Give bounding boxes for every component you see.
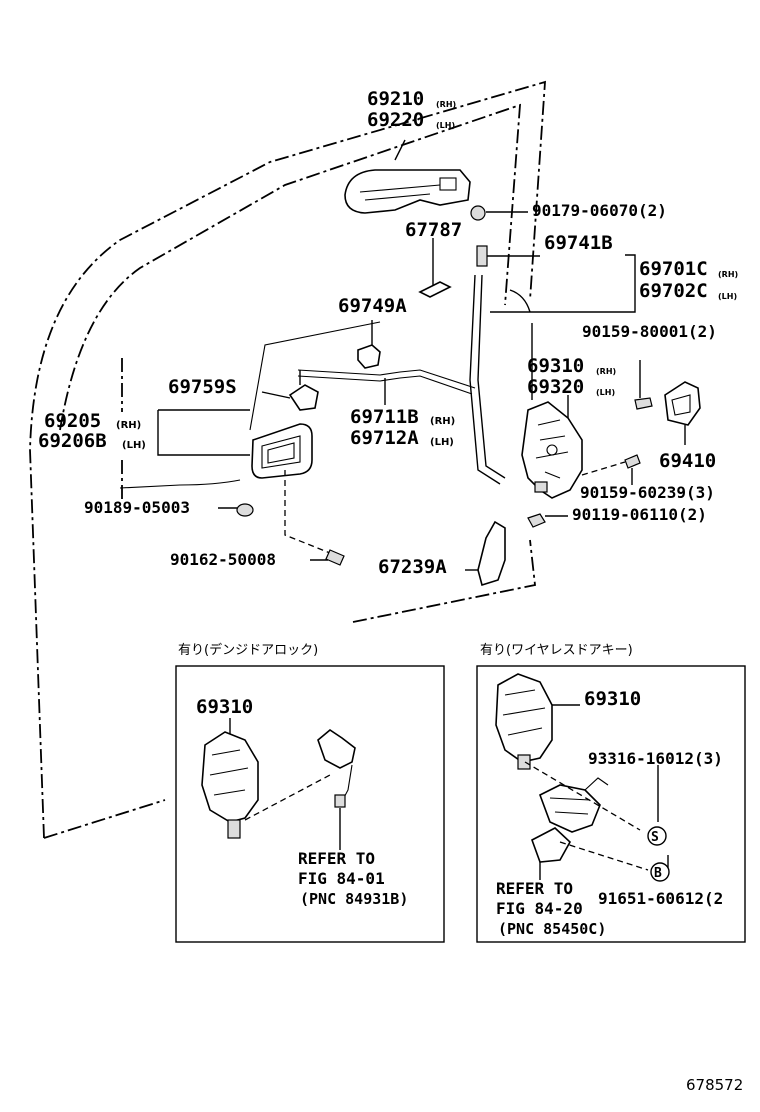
label-69712: 69712A — [350, 427, 419, 449]
inset-right-part-label: 69310 — [584, 688, 641, 710]
striker-69410-part — [634, 360, 701, 445]
label-69210: 69210 — [367, 88, 424, 110]
outside-handle-part — [344, 139, 471, 214]
inset-left-ref-3: (PNC 84931B) — [300, 890, 408, 908]
label-69701: 69701C — [639, 258, 708, 280]
pad-67787-part — [418, 238, 452, 298]
inside-handle-part — [119, 321, 381, 489]
inset-right-marker-s — [647, 826, 667, 846]
inset-right-cylinder-part — [531, 827, 572, 863]
label-69206-suffix: (LH) — [122, 440, 146, 451]
label-69410: 69410 — [659, 450, 716, 472]
inset-right-module-part — [539, 784, 601, 833]
inset-left-actuator-part — [317, 729, 356, 769]
label-90159-60239: 90159-60239(3) — [580, 483, 715, 502]
label-69310-suffix: (RH) — [596, 367, 616, 376]
bracket-67239-part — [465, 520, 506, 587]
inset-left-frame — [175, 665, 445, 943]
inset-left-ref-1: REFER TO — [298, 849, 375, 868]
inset-right-title: 有り(ワイヤレスドアキー) — [480, 643, 633, 658]
label-67239: 67239A — [378, 556, 447, 578]
screw-90159-60239-part — [581, 454, 641, 485]
door-outline — [29, 80, 546, 839]
label-90189: 90189-05003 — [84, 498, 190, 517]
inset-right-ref-2: FIG 84-20 — [496, 899, 583, 918]
clip-69759-part — [261, 370, 319, 411]
inset-right-ref-1: REFER TO — [496, 879, 573, 898]
label-69320-suffix: (LH) — [596, 388, 615, 397]
label-69702: 69702C — [639, 280, 708, 302]
inset-wireless-door-key: 有り(ワイヤレスドアキー) 69310 93316-16012(3) S B R… — [476, 643, 746, 943]
inset-right-lock-part — [495, 673, 553, 763]
label-69711: 69711B — [350, 406, 419, 428]
screw-90162-part — [284, 470, 345, 566]
label-69205: 69205 — [44, 410, 101, 432]
lock-assembly-bracket — [490, 254, 636, 313]
label-69210-suffix: (RH) — [436, 100, 456, 109]
inset-right-marker-s-label: S — [651, 830, 659, 845]
label-69702-suffix: (LH) — [718, 292, 737, 301]
label-69749: 69749A — [338, 295, 407, 317]
inset-door-lock-electric: 有り(デンジドアロック) 69310 REFER TO FIG 84-01 (P… — [175, 642, 445, 943]
clip-69749-part — [357, 320, 381, 369]
label-69310: 69310 — [527, 355, 584, 377]
label-90159-80001: 90159-80001(2) — [582, 322, 717, 341]
screw-90119-part — [527, 513, 568, 528]
inset-left-lock-part — [201, 731, 259, 823]
label-90162: 90162-50008 — [170, 550, 276, 569]
label-69759: 69759S — [168, 376, 237, 398]
label-69712-suffix: (LH) — [430, 437, 454, 448]
label-67787: 67787 — [405, 219, 462, 241]
label-69220-suffix: (LH) — [436, 121, 455, 130]
label-69206: 69206B — [38, 430, 107, 452]
label-69701-suffix: (RH) — [718, 270, 738, 279]
inset-left-title: 有り(デンジドアロック) — [178, 642, 318, 658]
inset-left-ref-2: FIG 84-01 — [298, 869, 385, 888]
inset-right-marker-b — [650, 862, 670, 882]
bushing-90189-part — [218, 503, 254, 517]
label-69711-suffix: (RH) — [430, 416, 455, 427]
rod-69711-part — [297, 369, 476, 405]
inset-right-frame — [476, 665, 746, 943]
door-lock-part — [521, 323, 583, 499]
label-90119: 90119-06110(2) — [572, 505, 707, 524]
label-69205-suffix: (RH) — [116, 420, 141, 431]
clip-90179-part — [470, 205, 528, 221]
label-69320: 69320 — [527, 376, 584, 398]
inset-right-93316: 93316-16012(3) — [588, 749, 723, 768]
rod-69741-part — [469, 245, 540, 485]
label-90179: 90179-06070(2) — [532, 201, 667, 220]
figure-number: 678572 — [686, 1076, 743, 1094]
inset-right-marker-b-label: B — [654, 866, 662, 881]
label-69220: 69220 — [367, 109, 424, 131]
inset-left-part-label: 69310 — [196, 696, 253, 718]
inset-right-ref-3: (PNC 85450C) — [498, 920, 606, 938]
inset-right-91651: 91651-60612(2 — [598, 889, 723, 908]
label-69741: 69741B — [544, 232, 613, 254]
main-labels: 69210 (RH) 69220 (LH) 90179-06070(2) 677… — [38, 88, 738, 578]
